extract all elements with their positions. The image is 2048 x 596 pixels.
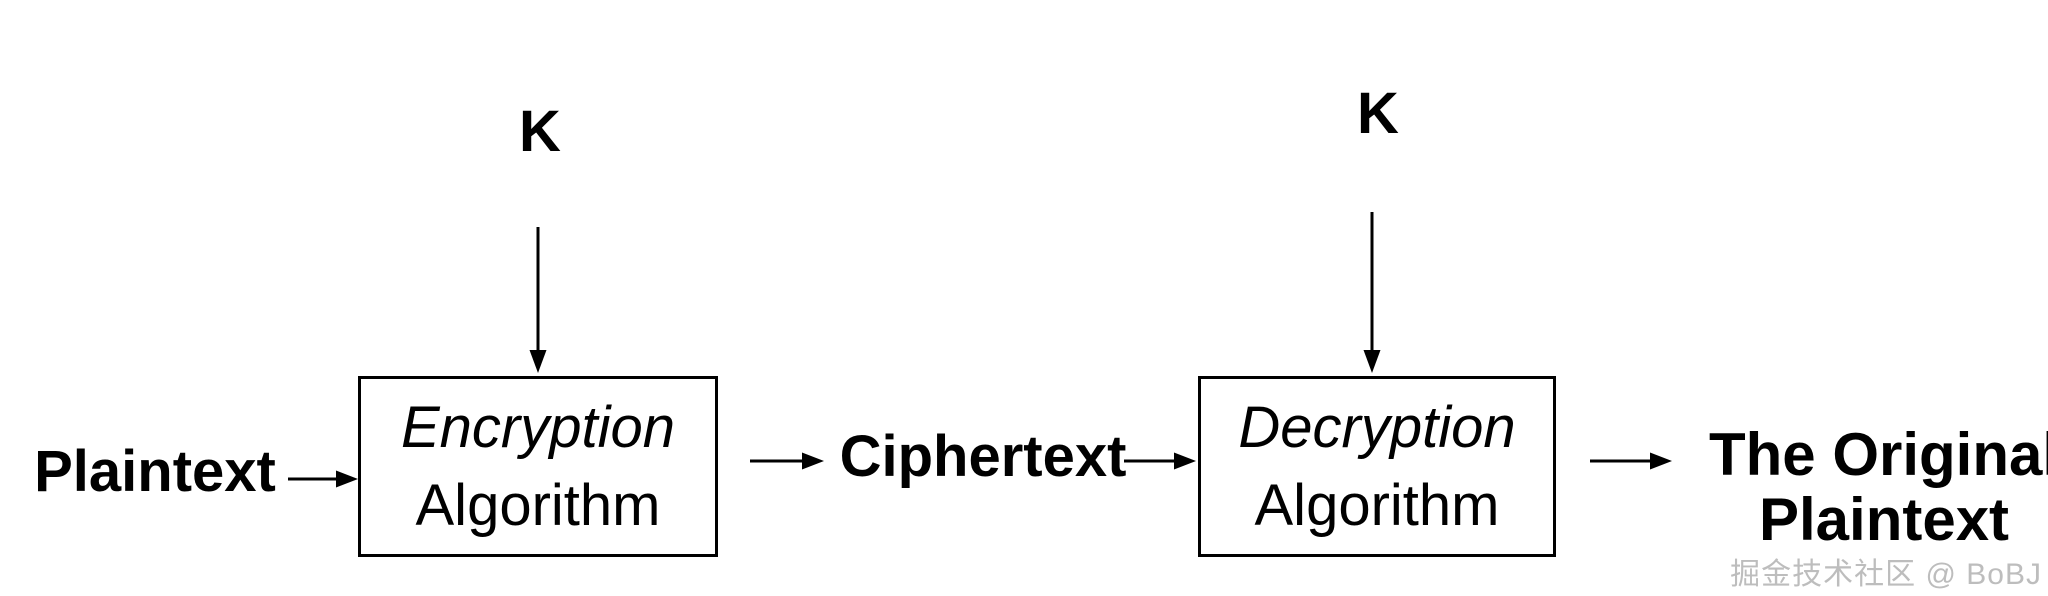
key-label-left: K: [519, 99, 561, 164]
ciphertext-label: Ciphertext: [839, 424, 1127, 489]
arrow-plaintext-to-encryption-icon: [288, 470, 358, 488]
encryption-box-line2: Algorithm: [415, 472, 661, 538]
key-label-right: K: [1357, 81, 1399, 146]
output-label: The Original Plaintext: [1709, 422, 2048, 552]
key-arrow-right-icon: [1363, 212, 1381, 373]
output-label-line2: Plaintext: [1758, 486, 2010, 553]
encryption-box-line1: Encryption: [400, 394, 676, 460]
decryption-box-line1: Decryption: [1238, 394, 1516, 460]
watermark: 掘金技术社区 @ BoBJ: [1730, 558, 2042, 591]
decryption-box-line2: Algorithm: [1254, 472, 1500, 538]
output-label-line1: The Original: [1708, 421, 2048, 488]
plaintext-label: Plaintext: [34, 439, 276, 504]
encryption-box: Encryption Algorithm: [358, 376, 718, 557]
arrow-ciphertext-to-decryption-icon: [1124, 452, 1196, 470]
key-arrow-left-icon: [529, 227, 547, 373]
decryption-box: Decryption Algorithm: [1198, 376, 1556, 557]
arrow-encryption-to-ciphertext-icon: [750, 452, 824, 470]
arrow-decryption-to-output-icon: [1590, 452, 1672, 470]
